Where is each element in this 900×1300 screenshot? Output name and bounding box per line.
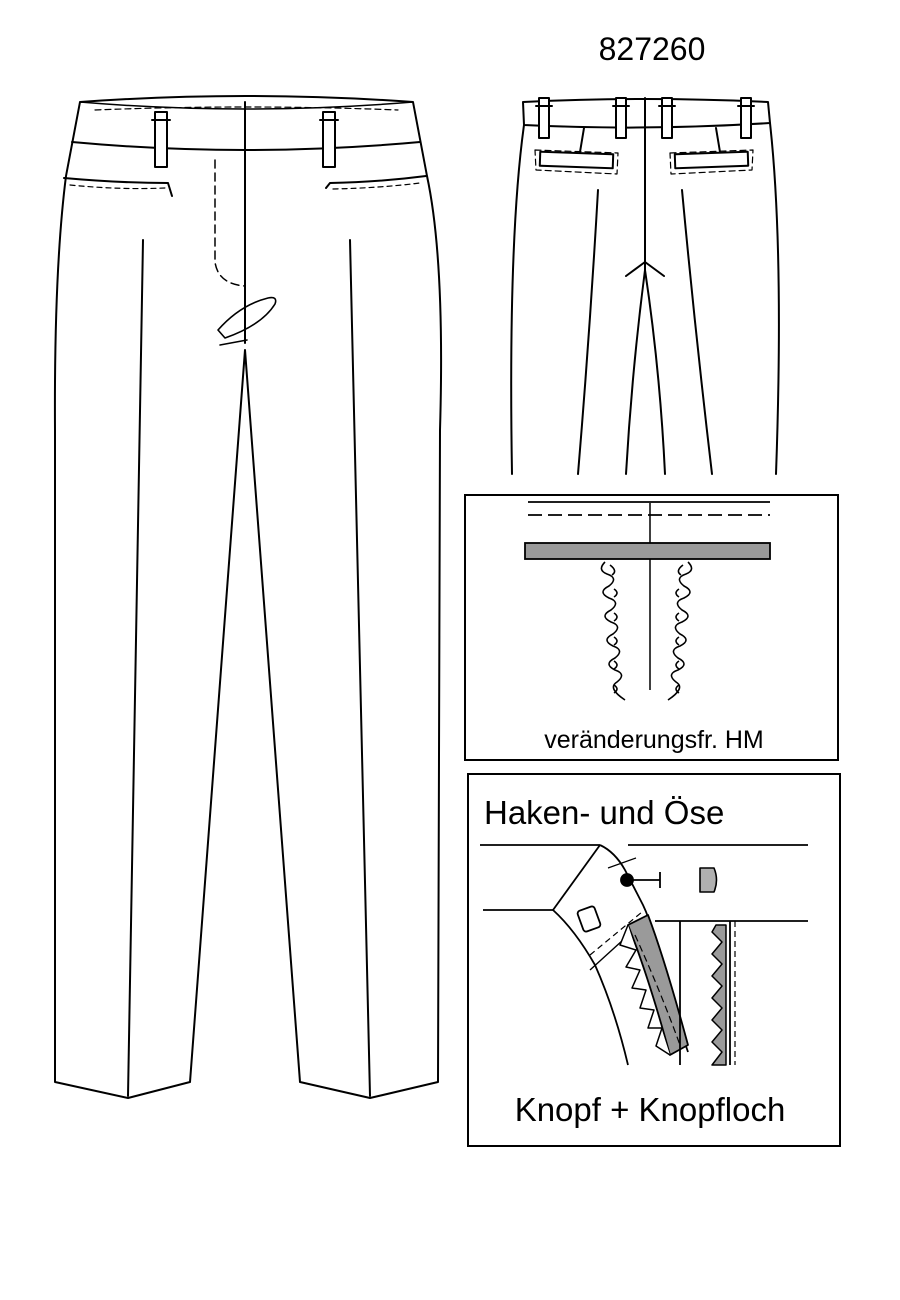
facing-zigzag-right bbox=[711, 924, 727, 1066]
front-crease-right bbox=[349, 239, 371, 1097]
back-pocket-right bbox=[673, 150, 750, 170]
front-belt-loop-left bbox=[154, 111, 168, 168]
facing-zigzag-left bbox=[619, 924, 671, 1056]
front-outline bbox=[53, 95, 443, 1099]
closure-detail-box: Haken- und Öse bbox=[467, 773, 841, 1147]
back-dart-left bbox=[579, 127, 585, 153]
trousers-front-view bbox=[53, 95, 443, 1099]
front-crease-left bbox=[127, 239, 144, 1097]
seam-waistband-bar bbox=[524, 542, 771, 560]
front-right-pocket bbox=[325, 175, 427, 189]
seam-detail-box: veränderungsfr. HM bbox=[464, 494, 839, 761]
back-belt-loop-2 bbox=[615, 97, 627, 139]
closure-detail-subtitle: Knopf + Knopfloch bbox=[515, 1091, 786, 1128]
fly-stitching bbox=[214, 159, 246, 287]
back-inner-leg-right bbox=[644, 269, 666, 475]
facing-strip-left bbox=[627, 914, 689, 1056]
overlock-left bbox=[600, 561, 626, 701]
back-side-seam-right bbox=[769, 122, 780, 475]
back-belt-loop-3 bbox=[661, 97, 673, 139]
closure-detail-title: Haken- und Öse bbox=[484, 794, 724, 831]
buttonhole bbox=[576, 905, 602, 933]
overlock-right bbox=[667, 561, 693, 701]
eye-icon bbox=[699, 867, 718, 893]
front-waistband-top bbox=[79, 101, 414, 110]
front-belt-loop-right bbox=[322, 111, 336, 168]
trousers-back-view bbox=[510, 97, 780, 475]
back-crease-right bbox=[681, 189, 713, 475]
back-belt-loop-1 bbox=[538, 97, 550, 139]
back-side-seam-left bbox=[510, 124, 525, 475]
front-left-pocket bbox=[63, 177, 173, 197]
back-waistband bbox=[522, 98, 771, 129]
article-number: 827260 bbox=[599, 31, 706, 67]
back-pocket-left bbox=[538, 150, 615, 170]
seam-detail-label: veränderungsfr. HM bbox=[544, 726, 764, 754]
back-crease-left bbox=[577, 189, 599, 475]
back-belt-loop-4 bbox=[740, 97, 752, 139]
crotch-tab bbox=[217, 296, 277, 339]
back-inner-leg-left bbox=[625, 269, 646, 475]
